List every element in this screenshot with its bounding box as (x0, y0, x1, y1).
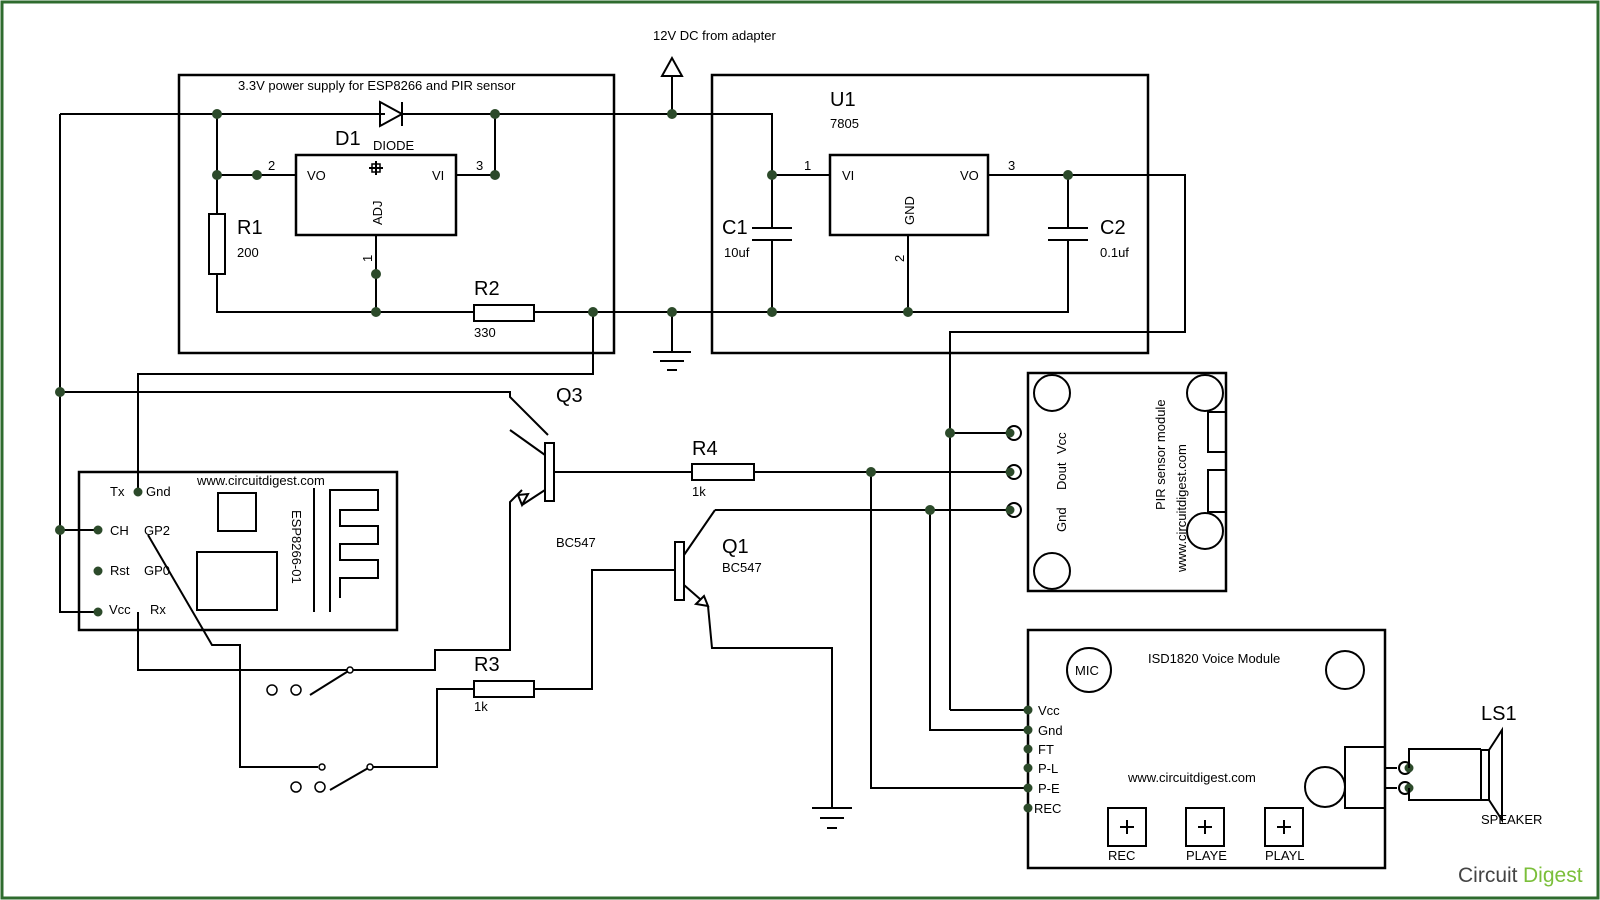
capacitor-c1: C1 10uf (722, 175, 792, 312)
c2-value: 0.1uf (1100, 245, 1129, 260)
junctions (55, 109, 1073, 535)
esp-pin-gnd: Gnd (146, 484, 171, 499)
resistor-r2: R2 330 (473, 278, 535, 340)
r4-value: 1k (692, 484, 706, 499)
esp-pin-vcc: Vcc (109, 602, 131, 617)
esp-pin-dots (93, 487, 143, 617)
pir-pins (950, 425, 1022, 518)
pir-pin-vcc: Vcc (1054, 432, 1069, 454)
u1-pin2: 2 (892, 255, 907, 262)
c1-ref: C1 (722, 217, 748, 239)
u1-part: 7805 (830, 116, 859, 131)
isd-pin-pl: P-L (1038, 761, 1058, 776)
d1-ref: D1 (335, 128, 361, 150)
u1-pin3: 3 (1008, 158, 1015, 173)
esp-pin-rx: Rx (150, 602, 166, 617)
regulator-u1: U1 7805 VI VO GND 1 3 2 (804, 89, 1015, 262)
esp-pin-rst: Rst (110, 563, 130, 578)
reg-pin3: 3 (476, 158, 483, 173)
supply-input: 12V DC from adapter (653, 28, 777, 114)
isd-btn-playl: PLAYL (1265, 848, 1305, 863)
d1-type: DIODE (373, 138, 415, 153)
isd-pin-labels: Vcc Gnd FT P-L P-E REC (1023, 703, 1063, 816)
u1-pin1: 1 (804, 158, 811, 173)
q3-ref: Q3 (556, 385, 583, 407)
reg-pin-vi: VI (432, 168, 444, 183)
u1-pin-vo: VO (960, 168, 979, 183)
logo-part1: Circuit (1458, 864, 1518, 887)
switch-2 (290, 688, 474, 793)
u1-ref: U1 (830, 89, 856, 111)
isd-pin-gnd: Gnd (1038, 723, 1063, 738)
transistor-q3: Q3 BC547 (509, 385, 596, 550)
switch-1 (266, 489, 523, 696)
resistor-r3: R3 1k (473, 654, 535, 714)
power-section-box (177, 73, 616, 355)
r2-ref: R2 (474, 278, 500, 300)
r3-value: 1k (474, 699, 488, 714)
resistor-r4: R4 1k (691, 438, 755, 499)
supply-note: 12V DC from adapter (653, 28, 777, 43)
pir-title: PIR sensor module (1153, 399, 1168, 510)
r1-value: 200 (237, 245, 259, 260)
isd-title: ISD1820 Voice Module (1148, 651, 1280, 666)
isd-btn-playe: PLAYE (1186, 848, 1227, 863)
capacitor-c2: C2 0.1uf (1048, 175, 1129, 260)
isd-url: www.circuitdigest.com (1127, 770, 1256, 785)
r4-ref: R4 (692, 438, 718, 460)
q3-part: BC547 (556, 535, 596, 550)
isd-pin-ft: FT (1038, 742, 1054, 757)
u1-pin-gnd: GND (902, 196, 917, 225)
esp-pin-gp2: GP2 (144, 523, 170, 538)
adj-regulator: VO VI ADJ 2 3 1 (268, 153, 483, 262)
isd-pin-pe: P-E (1038, 781, 1060, 796)
esp-name: ESP8266-01 (289, 510, 304, 584)
r1-ref: R1 (237, 217, 263, 239)
ls1-type: SPEAKER (1481, 812, 1542, 827)
esp-pin-ch: CH (110, 523, 129, 538)
reg-pin-vo: VO (307, 168, 326, 183)
pir-pin-dout: Dout (1054, 462, 1069, 490)
q1-ref: Q1 (722, 536, 749, 558)
esp8266-module: www.circuitdigest.com Tx Gnd CH GP2 Rst … (77, 470, 399, 632)
transistor-q1: Q1 BC547 (674, 509, 762, 608)
reg-pin2: 2 (268, 158, 275, 173)
power-section-title: 3.3V power supply for ESP8266 and PIR se… (238, 78, 516, 93)
pir-pin-gnd: Gnd (1054, 507, 1069, 532)
u1-pin-vi: VI (842, 168, 854, 183)
resistor-r1: R1 200 (208, 213, 263, 275)
diode-d1: D1 DIODE (335, 100, 495, 153)
isd-pin-rec: REC (1034, 801, 1061, 816)
reg-pin-adj: ADJ (370, 200, 385, 225)
logo-part2: Digest (1523, 864, 1583, 887)
u1-section-box (710, 73, 1150, 355)
r2-value: 330 (474, 325, 496, 340)
isd-mic: MIC (1075, 663, 1099, 678)
speaker-ls1: LS1 SPEAKER (1385, 703, 1542, 827)
circuitdigest-logo: Circuit Digest (1458, 864, 1583, 887)
isd1820-module: MIC ISD1820 Voice Module www.circuitdige… (1026, 628, 1387, 870)
r3-ref: R3 (474, 654, 500, 676)
isd-btn-rec: REC (1108, 848, 1135, 863)
c1-value: 10uf (724, 245, 750, 260)
esp-pin-tx: Tx (110, 484, 125, 499)
q1-part: BC547 (722, 560, 762, 575)
isd-button-labels: REC PLAYE PLAYL (1108, 848, 1305, 863)
reg-pin1: 1 (360, 255, 375, 262)
ls1-ref: LS1 (1481, 703, 1517, 725)
esp-pin-gp0: GP0 (144, 563, 170, 578)
esp-url: www.circuitdigest.com (196, 473, 325, 488)
pir-url: www.circuitdigest.com (1174, 444, 1189, 573)
c2-ref: C2 (1100, 217, 1126, 239)
pir-module: PIR sensor module www.circuitdigest.com … (1026, 371, 1228, 593)
isd-pin-vcc: Vcc (1038, 703, 1060, 718)
